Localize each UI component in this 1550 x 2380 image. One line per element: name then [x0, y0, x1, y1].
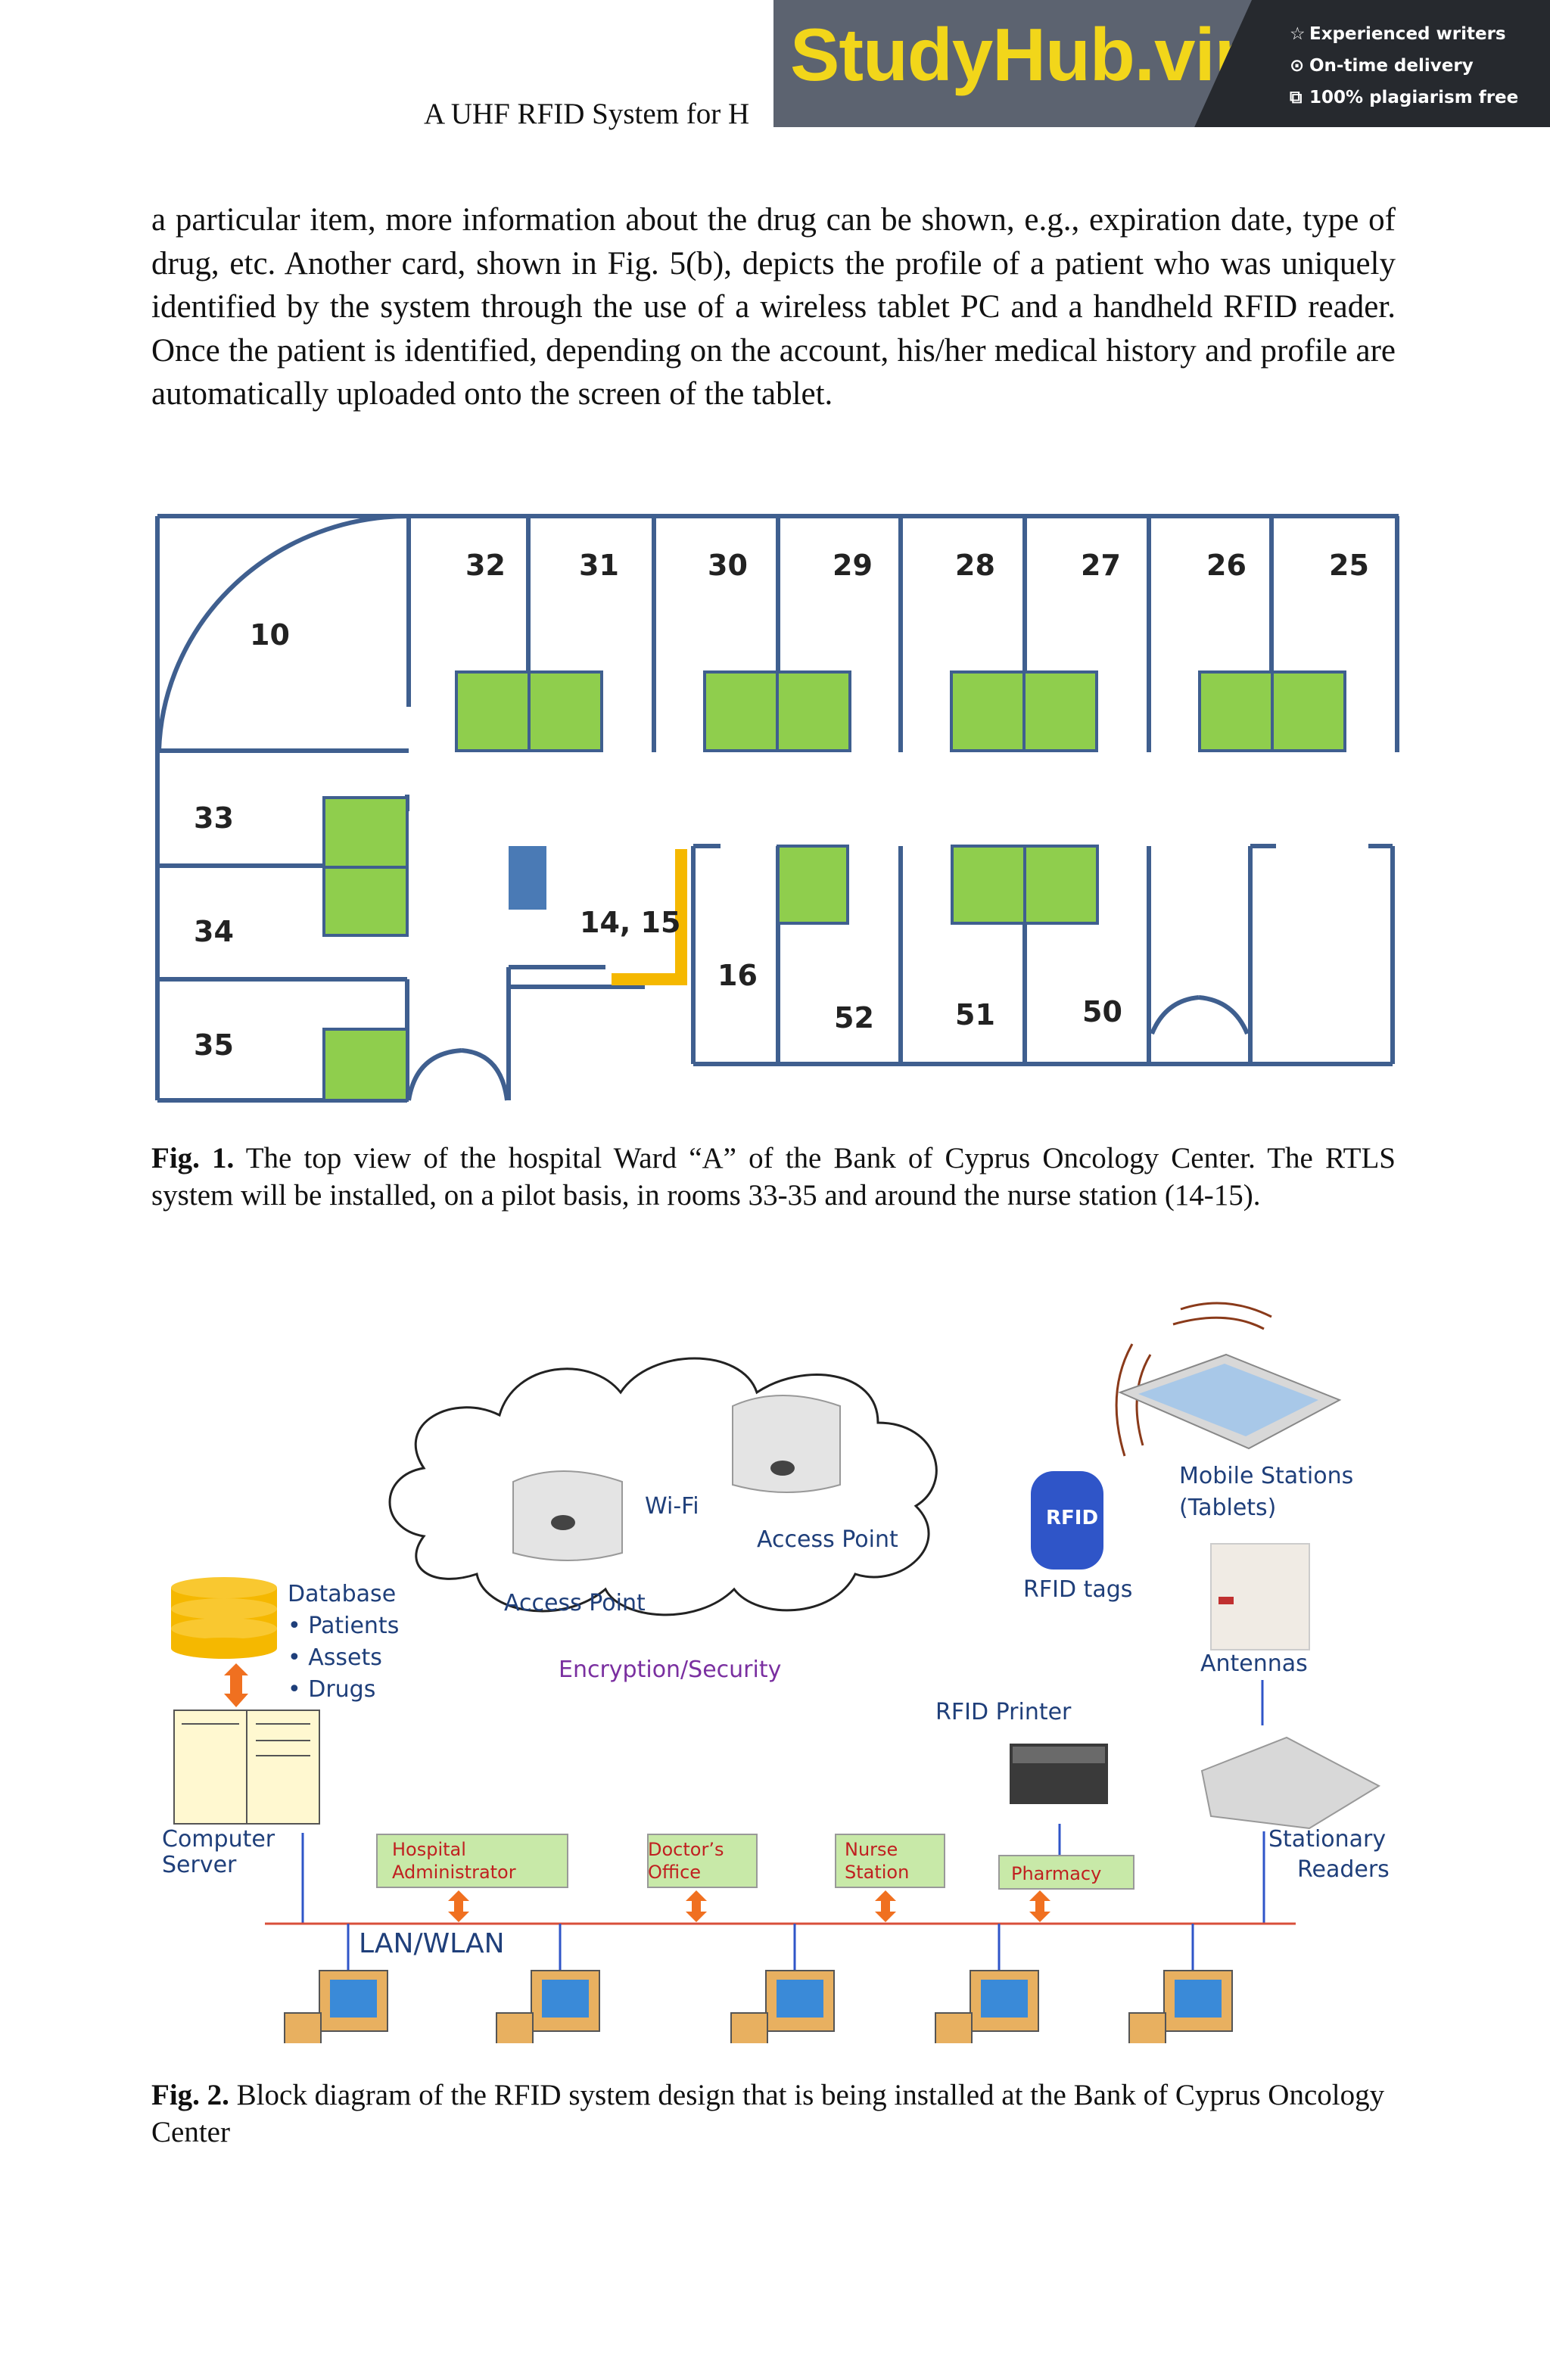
server-icon	[173, 1710, 320, 1825]
workstation-icon	[730, 1970, 835, 2043]
room-boxes	[322, 670, 1346, 1102]
stationary-readers-label: Stationary	[1268, 1826, 1386, 1853]
printer-icon	[1010, 1744, 1108, 1804]
studyhub-banner[interactable]: StudyHub.vip ☆Experienced writers ⊙On-ti…	[773, 0, 1550, 127]
studyhub-logo[interactable]: StudyHub.vip	[773, 0, 1252, 127]
rfid-printer-label: RFID Printer	[935, 1699, 1072, 1725]
room-label: 33	[194, 801, 234, 835]
wifi-label: Wi-Fi	[645, 1493, 699, 1520]
room-label: 27	[1081, 549, 1121, 582]
room-label: 10	[250, 618, 290, 652]
server-label: Server	[162, 1852, 237, 1878]
tablet-icon	[1118, 1353, 1342, 1450]
feature-on-time: ⊙On-time delivery	[1290, 50, 1518, 82]
database-item: • Drugs	[288, 1676, 375, 1703]
star-icon: ☆	[1290, 24, 1306, 44]
rfid-block-diagram: Wi-Fi Access Point Access Point Encrypti…	[162, 1302, 1390, 2043]
wifi-cloud	[388, 1357, 938, 1616]
database-item: • Patients	[288, 1613, 399, 1639]
box-label: Doctor’s	[648, 1839, 724, 1860]
body-paragraph: a particular item, more information abou…	[151, 202, 1396, 412]
room-label: 26	[1206, 549, 1247, 582]
access-point-icon	[512, 1470, 623, 1561]
clock-icon: ⊙	[1290, 56, 1305, 76]
access-point-icon	[732, 1395, 841, 1493]
room-label: 31	[579, 549, 619, 582]
workstation-icon	[935, 1970, 1039, 2043]
room-labels: 10 32 31 30 29 28 27 26 25 33 34 35 14, …	[194, 549, 1369, 1062]
workstation-icon	[1128, 1970, 1233, 2043]
reader-icon	[1200, 1736, 1381, 1830]
room-label: 32	[465, 549, 506, 582]
feature-experienced: ☆Experienced writers	[1290, 18, 1518, 50]
lan-label: LAN/WLAN	[359, 1928, 505, 1959]
database-icon	[171, 1577, 277, 1659]
room-label: 29	[833, 549, 873, 582]
figure-2-caption: Fig. 2. Block diagram of the RFID system…	[151, 2079, 1385, 2148]
rfid-tag-icon: RFID	[1031, 1471, 1103, 1570]
rfid-tags-label: RFID tags	[1023, 1576, 1132, 1603]
mobile-stations-label: (Tablets)	[1179, 1495, 1276, 1521]
room-label: 25	[1329, 549, 1369, 582]
ward-floor-plan: 10 32 31 30 29 28 27 26 25 33 34 35 14, …	[155, 514, 1399, 1103]
database-item: • Assets	[288, 1644, 382, 1671]
workstation-icon	[496, 1970, 600, 2043]
room-label: 16	[717, 959, 758, 992]
encryption-label: Encryption/Security	[559, 1657, 781, 1683]
server-label: Computer	[162, 1826, 275, 1853]
document-icon: ⧉	[1290, 88, 1303, 107]
double-arrow-icon	[224, 1663, 248, 1707]
room-label: 50	[1082, 995, 1122, 1028]
database-label: Database	[288, 1581, 396, 1607]
department-boxes	[376, 1834, 1134, 1890]
feature-plagiarism: ⧉100% plagiarism free	[1290, 82, 1518, 114]
room-label: 28	[955, 549, 995, 582]
room-label: 14, 15	[580, 906, 680, 939]
antennas-label: Antennas	[1200, 1650, 1308, 1677]
box-label: Administrator	[392, 1862, 516, 1883]
room-label: 30	[708, 549, 748, 582]
logo-text: StudyHub.vip	[790, 13, 1259, 96]
blue-marker	[509, 846, 546, 910]
workstation-icon	[284, 1970, 388, 2043]
box-label: Station	[845, 1862, 909, 1883]
box-label: Office	[648, 1862, 701, 1883]
rfid-badge-text: RFID	[1046, 1507, 1098, 1529]
access-point-label: Access Point	[504, 1590, 646, 1616]
room-label: 52	[834, 1001, 874, 1034]
box-label: Hospital	[392, 1839, 466, 1860]
antenna-icon	[1210, 1543, 1310, 1650]
double-arrow-icons	[448, 1890, 1050, 1922]
access-point-label: Access Point	[757, 1526, 898, 1553]
box-label: Pharmacy	[1011, 1863, 1101, 1884]
banner-features: ☆Experienced writers ⊙On-time delivery ⧉…	[1290, 18, 1518, 114]
mobile-stations-label: Mobile Stations	[1179, 1463, 1353, 1489]
room-label: 51	[955, 998, 995, 1031]
stationary-readers-label: Readers	[1297, 1856, 1390, 1883]
box-label: Nurse	[845, 1839, 898, 1860]
nurse-station-bar	[612, 849, 687, 985]
running-head: A UHF RFID System for H	[424, 98, 750, 130]
room-label: 35	[194, 1028, 234, 1062]
room-label: 34	[194, 915, 234, 948]
figure-1-caption: Fig. 1. The top view of the hospital War…	[151, 1142, 1396, 1212]
